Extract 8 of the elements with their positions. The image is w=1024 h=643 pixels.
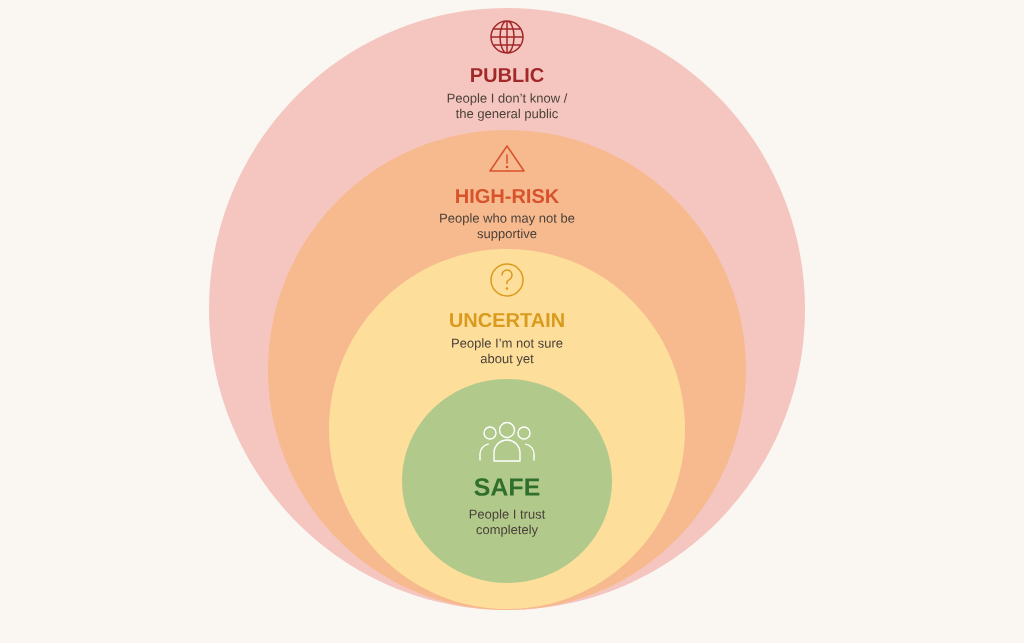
zone-heading: PUBLIC <box>471 67 544 83</box>
zone-heading: HIGH-RISK <box>456 188 560 204</box>
zone-description: People I trust completely <box>469 509 546 537</box>
zone-heading: SAFE <box>474 478 540 496</box>
zone-description: People who may not be supportive <box>440 213 575 241</box>
zone-heading: UNCERTAIN <box>450 312 564 328</box>
zone-description: People I’m not sure about yet <box>452 338 563 366</box>
zone-description: People I don’t know / the general public <box>447 93 568 121</box>
